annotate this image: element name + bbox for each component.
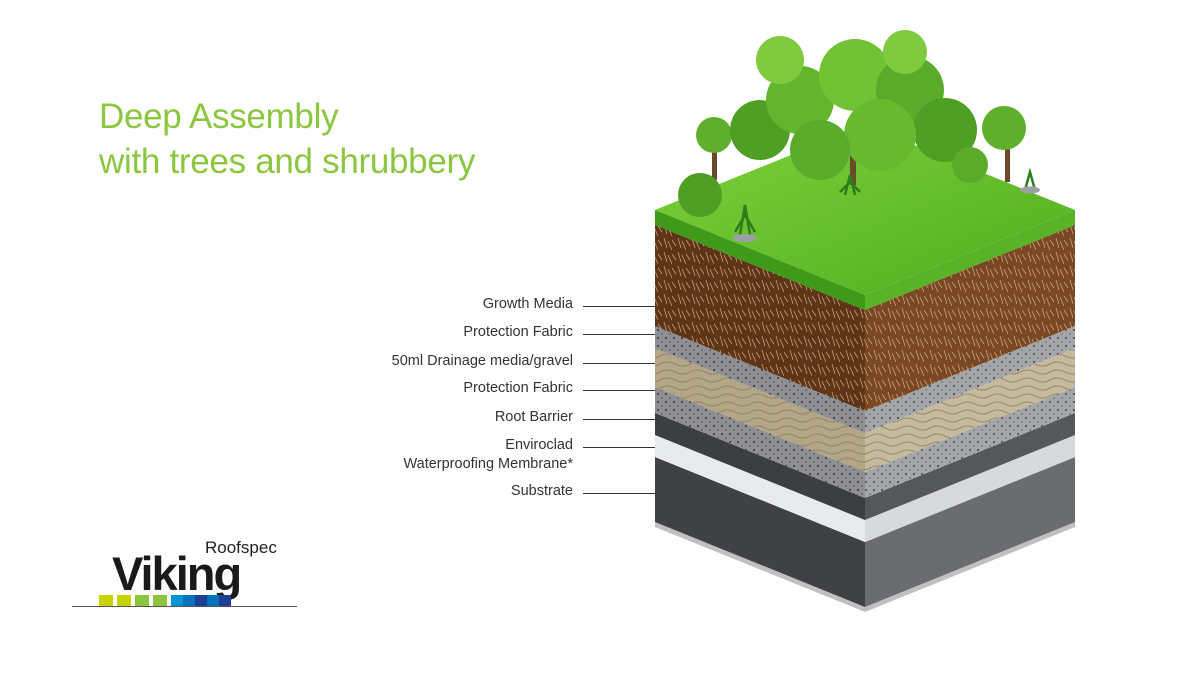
logo-bar-segment <box>167 595 171 607</box>
logo-bar-segment <box>135 595 149 607</box>
label-substrate: Substrate <box>510 483 573 499</box>
tree-canopy <box>678 30 1026 217</box>
layer-growth-media <box>655 225 1075 411</box>
leader-substrate <box>583 493 657 494</box>
layer-waterproofing-membrane <box>655 435 1075 542</box>
title-line-2: with trees and shrubbery <box>99 142 476 181</box>
logo-bar-segment <box>195 595 207 607</box>
shrub-plants <box>733 167 1040 242</box>
logo-color-bar <box>99 595 231 607</box>
label-growth-media: Growth Media <box>482 296 573 312</box>
viking-roofspec-logo: Roofspec Viking <box>72 538 297 610</box>
logo-roofspec-text: Roofspec <box>205 538 277 557</box>
title-line-1: Deep Assembly <box>99 97 339 136</box>
leader-protection-fabric-top <box>583 334 657 335</box>
logo-bar-segment <box>207 595 219 607</box>
logo-bar-segment <box>219 595 231 607</box>
logo-viking-text: Viking <box>112 547 242 600</box>
layer-protection-fabric-bottom <box>655 387 1075 498</box>
leader-growth-media <box>583 306 657 307</box>
logo-underline <box>72 606 297 607</box>
diagram-title: Deep Assembly with trees and shrubbery <box>99 94 475 184</box>
layer-substrate <box>655 457 1075 612</box>
leader-waterproofing <box>583 447 657 448</box>
logo-bar-segment <box>131 595 135 607</box>
label-root-barrier: Root Barrier <box>494 409 573 425</box>
leader-protection-fabric-bottom <box>583 390 657 391</box>
logo-bar-segment <box>117 595 131 607</box>
label-drainage-media: 50ml Drainage media/gravel <box>391 353 573 369</box>
logo-bar-segment <box>113 595 117 607</box>
label-protection-fabric-top: Protection Fabric <box>463 324 573 340</box>
layer-protection-fabric-top <box>655 326 1075 433</box>
leader-drainage-media <box>583 363 657 364</box>
label-enviroclad: Enviroclad <box>505 437 573 453</box>
logo-bar-segment <box>149 595 153 607</box>
logo-bar-segment <box>183 595 195 607</box>
layer-root-barrier <box>655 413 1075 520</box>
layer-drainage-media <box>655 348 1075 472</box>
label-protection-fabric-bottom: Protection Fabric <box>463 380 573 396</box>
logo-bar-segment <box>171 595 183 607</box>
logo-bar-segment <box>153 595 167 607</box>
logo-bar-segment <box>99 595 113 607</box>
leader-root-barrier <box>583 419 657 420</box>
label-waterproofing-membrane: Waterproofing Membrane* <box>403 456 573 472</box>
